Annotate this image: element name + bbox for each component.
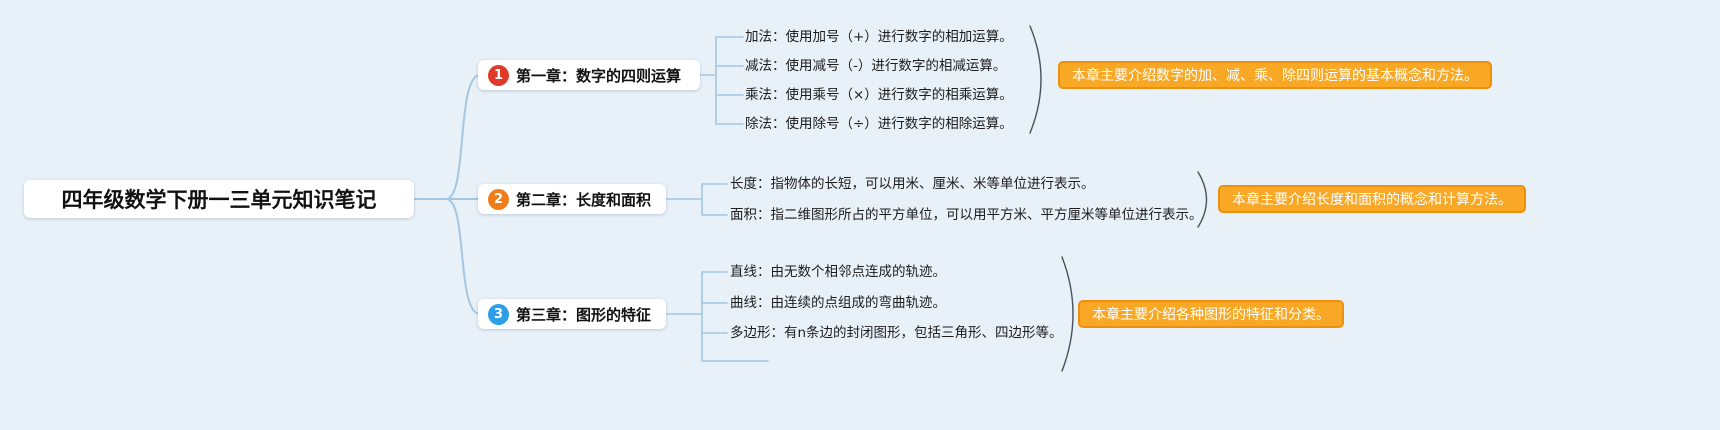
chapter-node-3[interactable]: 3 第三章：图形的特征 bbox=[478, 299, 666, 329]
subtopic-multiplication[interactable]: 乘法：使用乘号（×）进行数字的相乘运算。 bbox=[745, 87, 1013, 103]
subtopic-length[interactable]: 长度：指物体的长短，可以用米、厘米、米等单位进行表示。 bbox=[730, 176, 1095, 192]
subtopic-straight-line[interactable]: 直线：由无数个相邻点连成的轨迹。 bbox=[730, 264, 946, 280]
summary-box-1[interactable]: 本章主要介绍数字的加、减、乘、除四则运算的基本概念和方法。 bbox=[1058, 61, 1492, 89]
subtopic-polygon[interactable]: 多边形：有n条边的封闭图形，包括三角形、四边形等。 bbox=[730, 325, 1063, 341]
chapter-3-label: 第三章：图形的特征 bbox=[516, 305, 652, 324]
chapter-3-number-badge: 3 bbox=[488, 303, 509, 325]
subtopic-curve[interactable]: 曲线：由连续的点组成的弯曲轨迹。 bbox=[730, 295, 946, 311]
summary-brace-1 bbox=[1029, 25, 1042, 134]
subtopic-division[interactable]: 除法：使用除号（÷）进行数字的相除运算。 bbox=[745, 116, 1013, 132]
chapter-2-child-connectors bbox=[665, 183, 728, 216]
chapter-2-number-badge: 2 bbox=[488, 188, 509, 210]
chapter-node-2[interactable]: 2 第二章：长度和面积 bbox=[478, 184, 666, 214]
summary-box-2[interactable]: 本章主要介绍长度和面积的概念和计算方法。 bbox=[1218, 185, 1526, 213]
chapter-1-child-connectors bbox=[699, 36, 744, 125]
root-node[interactable]: 四年级数学下册一三单元知识笔记 bbox=[24, 180, 414, 218]
chapter-1-label: 第一章：数字的四则运算 bbox=[516, 66, 682, 85]
summary-brace-3 bbox=[1061, 256, 1074, 372]
branch-connector-3 bbox=[445, 198, 481, 315]
branch-connector-1 bbox=[445, 74, 481, 200]
chapter-1-number-badge: 1 bbox=[488, 64, 509, 86]
summary-box-3[interactable]: 本章主要介绍各种图形的特征和分类。 bbox=[1078, 300, 1344, 328]
chapter-node-1[interactable]: 1 第一章：数字的四则运算 bbox=[478, 60, 700, 90]
subtopic-addition[interactable]: 加法：使用加号（+）进行数字的相加运算。 bbox=[745, 29, 1013, 45]
chapter-2-label: 第二章：长度和面积 bbox=[516, 190, 652, 209]
subtopic-area[interactable]: 面积：指二维图形所占的平方单位，可以用平方米、平方厘米等单位进行表示。 bbox=[730, 207, 1203, 223]
chapter-3-child-connectors bbox=[665, 271, 769, 362]
subtopic-subtraction[interactable]: 减法：使用减号（-）进行数字的相减运算。 bbox=[745, 58, 1007, 74]
